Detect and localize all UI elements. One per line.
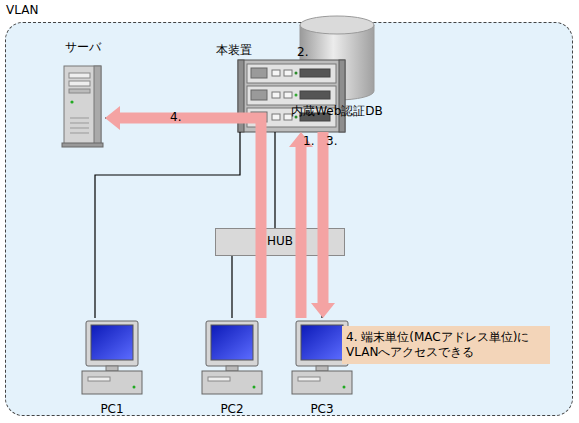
server-icon-shape [60,40,105,148]
step-number: 4. [170,110,181,125]
node-label: VLAN [6,3,38,18]
switch-device: 本装置 [238,60,345,132]
connector-line [231,256,232,318]
node-label: PC1 [80,402,144,417]
flow-arrow [105,106,261,318]
step-number: 1. [303,134,314,149]
connector-line [119,118,261,318]
step-number: 3. [326,134,337,149]
network-wire [275,132,276,228]
node-label: HUB [216,234,344,249]
node-label: PC3 [290,402,354,417]
hub-box: HUB [215,228,345,256]
node-label: サーバ [60,40,105,55]
switch-device-shape [238,60,345,132]
connector-line [296,146,307,318]
pc-icon: PC2 [200,318,264,418]
connector-line [274,132,275,228]
callout-number: 2. [297,45,308,60]
flow-arrow [289,132,313,318]
node-label: 本装置 [216,43,252,58]
arrow-head [311,303,335,318]
node-label: PC2 [200,402,264,417]
pc-icon: PC1 [80,318,144,418]
vlan-region: VLANサーバ本装置内蔵Web認証DBHUBPC1PC2PC34. 端末単位(M… [5,22,573,416]
node-label: 4. 端末単位(MACアドレス単位)に VLANへアクセスできる [346,330,546,360]
network-wire [95,132,240,318]
server-icon: サーバ [60,40,105,148]
callout-box: 4. 端末単位(MACアドレス単位)に VLANへアクセスできる [342,326,550,364]
network-wire [322,256,323,318]
node-label: 内蔵Web認証DB [278,104,396,119]
arrow-head [105,106,120,130]
connector-line [95,132,240,318]
network-wire [232,256,233,318]
flow-arrow [311,132,335,318]
connector-line [321,256,322,318]
connector-line [318,132,329,304]
